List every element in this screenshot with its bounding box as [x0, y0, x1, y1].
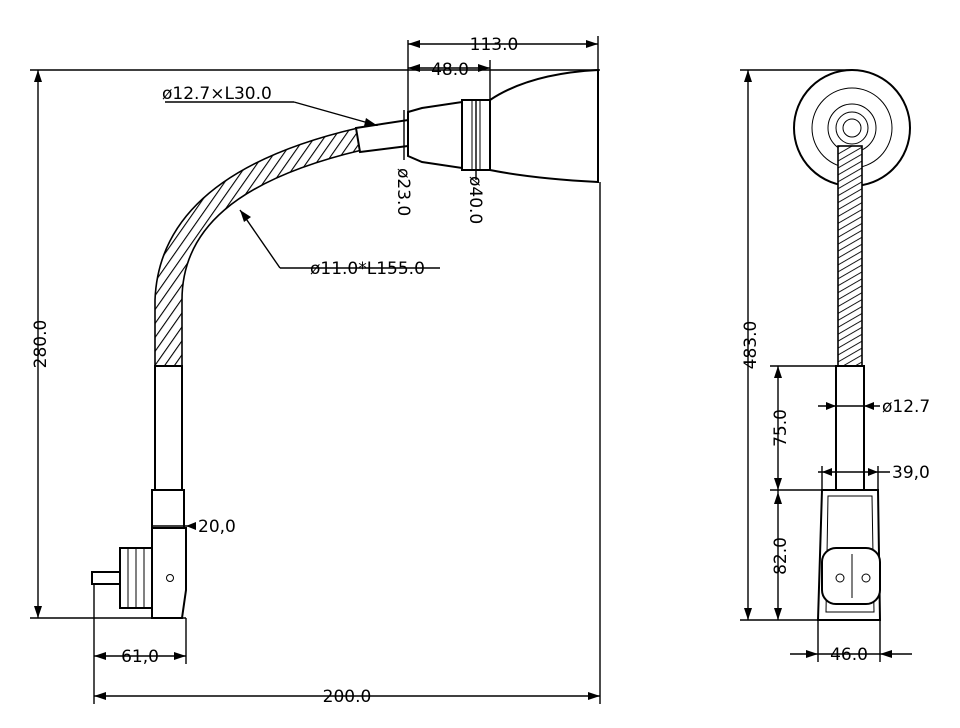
- neck-tube-label: ø12.7×L30.0: [162, 84, 272, 104]
- neck-tube: [354, 118, 409, 154]
- front-view: [91, 68, 599, 619]
- front-dimensions: 280.0 200.0 113.0 48.0 ø12.7×L30.0 ø11.0…: [30, 35, 601, 707]
- plug-height-label: 82.0: [771, 537, 791, 575]
- collar-dia-label: ø23.0: [393, 168, 413, 216]
- side-view: [793, 69, 911, 621]
- head-offset-label: 48.0: [431, 60, 469, 80]
- stem-dia-label: ø12.7: [882, 397, 930, 417]
- plug-screw: [166, 574, 174, 582]
- overall-height-label: 280.0: [31, 320, 51, 369]
- stem-length-label: 75.0: [771, 409, 791, 447]
- flex-hose-label: ø11.0*L155.0: [310, 259, 425, 279]
- plug-body: [151, 489, 185, 529]
- plug-offset-label: 61,0: [121, 647, 159, 667]
- plug-housing: [151, 527, 187, 619]
- plug-pin: [91, 571, 121, 585]
- lamp-collar: [407, 100, 463, 170]
- plug-top-label: 39,0: [892, 463, 930, 483]
- overall-width-label: 200.0: [323, 687, 372, 707]
- plug-width-label: 20,0: [198, 517, 236, 537]
- side-socket: [821, 547, 881, 605]
- side-dimensions: 483.0 75.0 82.0 ø12.7 39,0 46.0: [740, 69, 930, 665]
- side-height-label: 483.0: [741, 321, 761, 370]
- lamp-head: [489, 68, 599, 184]
- head-length-label: 113.0: [470, 35, 519, 55]
- flex-hose: [154, 127, 363, 369]
- plug-bottom-label: 46.0: [830, 645, 868, 665]
- stem-tube: [154, 365, 183, 491]
- head-dia-label: ø40.0: [465, 176, 485, 224]
- side-flex-hose: [837, 145, 863, 367]
